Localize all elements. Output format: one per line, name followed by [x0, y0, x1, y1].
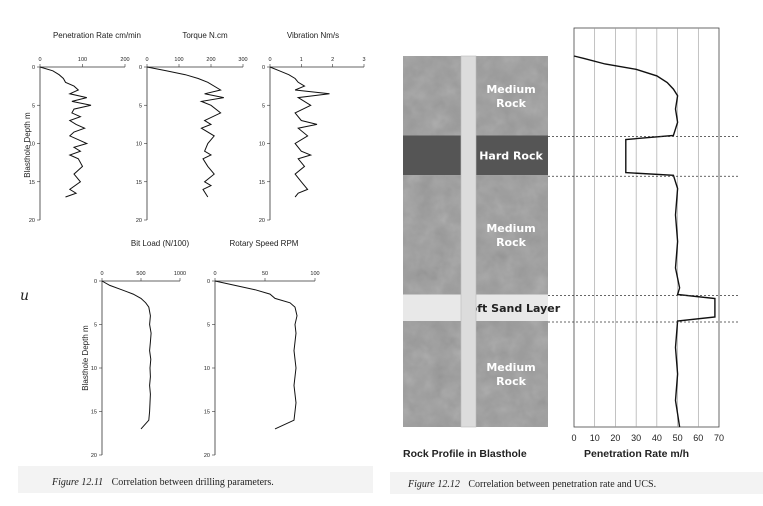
- chart-title: Bit Load (N/100): [131, 239, 190, 248]
- blasthole: [460, 55, 477, 428]
- y-axis-label-bottom: Blasthole Depth m: [81, 325, 90, 391]
- rock-layer-label: Rock: [496, 236, 527, 249]
- x-tick-label: 3: [362, 57, 365, 63]
- y-tick-label: 5: [139, 103, 142, 109]
- series-line: [101, 280, 152, 430]
- rock-profile-title: Rock Profile in Blasthole: [403, 448, 527, 460]
- stray-glyph: u: [20, 288, 29, 304]
- y-tick-label: 15: [91, 410, 97, 416]
- y-tick-label: 10: [204, 366, 210, 372]
- x-tick-label: 1000: [174, 271, 186, 277]
- x-tick-label: 200: [206, 57, 215, 63]
- y-tick-label: 10: [91, 366, 97, 372]
- x-tick-label: 70: [714, 433, 724, 443]
- x-tick-label: 50: [262, 271, 268, 277]
- y-tick-label: 10: [259, 142, 265, 148]
- x-tick-label: 0: [145, 57, 148, 63]
- layer-boundary-lines: [548, 136, 740, 323]
- y-tick-label: 15: [29, 180, 35, 186]
- y-axis-label-top: Blasthole Depth m: [23, 112, 32, 178]
- chart-title: Torque N.cm: [182, 31, 228, 40]
- y-tick-label: 0: [139, 65, 142, 71]
- penetration-rate-profile-chart: 0 10 20 30 40 50 60 70: [571, 27, 724, 443]
- x-tick-label: 300: [238, 57, 247, 63]
- fig1212-caption-band: [390, 472, 763, 494]
- rock-layer-label: Soft Sand Layer: [462, 302, 561, 315]
- rock-layer-label: Rock: [496, 375, 527, 388]
- fig1212-caption: Figure 12.12 Correlation between penetra…: [407, 479, 656, 490]
- y-tick-label: 5: [207, 323, 210, 329]
- fig1211-caption-label: Figure 12.11: [51, 477, 103, 488]
- penetration-rate-line: [573, 55, 716, 428]
- penetration-rate-axis-title: Penetration Rate m/h: [584, 448, 689, 460]
- y-tick-label: 10: [29, 142, 35, 148]
- x-tick-label: 40: [652, 433, 662, 443]
- x-tick-label: 100: [174, 57, 183, 63]
- x-tick-label: 2: [331, 57, 334, 63]
- x-tick-label: 0: [268, 57, 271, 63]
- y-tick-label: 20: [29, 218, 35, 224]
- series-line: [146, 66, 224, 198]
- x-tick-label: 60: [693, 433, 703, 443]
- y-tick-label: 0: [32, 65, 35, 71]
- series-line: [269, 66, 330, 198]
- vibration-chart: Vibration Nm/s 0 1 2 3 0 5 10 15 20: [259, 31, 366, 224]
- y-tick-label: 0: [207, 279, 210, 285]
- chart-title: Rotary Speed RPM: [230, 239, 299, 248]
- x-tick-label: 0: [571, 433, 576, 443]
- y-tick-label: 20: [136, 218, 142, 224]
- fig1212-caption-label: Figure 12.12: [407, 479, 460, 490]
- x-tick-label: 200: [120, 57, 129, 63]
- x-tick-label: 0: [213, 271, 216, 277]
- x-tick-label: 100: [310, 271, 319, 277]
- x-tick-label: 50: [673, 433, 683, 443]
- series-line: [214, 280, 298, 430]
- y-tick-label: 20: [259, 218, 265, 224]
- y-tick-label: 5: [262, 103, 265, 109]
- rock-layer-label: Medium: [486, 83, 535, 96]
- y-tick-label: 15: [204, 410, 210, 416]
- y-tick-label: 0: [94, 279, 97, 285]
- fig1212-caption-text: Correlation between penetration rate and…: [468, 479, 656, 490]
- series-line: [39, 66, 92, 198]
- x-tick-label: 30: [631, 433, 641, 443]
- fig1211-caption-text: Correlation between drilling parameters.: [112, 477, 274, 488]
- y-tick-label: 10: [136, 142, 142, 148]
- x-tick-label: 0: [38, 57, 41, 63]
- x-tick-label: 20: [610, 433, 620, 443]
- plot-frame: [573, 27, 720, 428]
- x-tick-label: 0: [100, 271, 103, 277]
- x-tick-label: 1: [300, 57, 303, 63]
- rock-layer-label: Medium: [486, 222, 535, 235]
- y-tick-label: 20: [91, 453, 97, 459]
- fig1211-caption-band: [18, 466, 373, 493]
- x-tick-label: 10: [590, 433, 600, 443]
- bit-load-chart: Bit Load (N/100) 0 500 1000 0 5 10 15 20: [91, 239, 190, 459]
- fig1211-caption: Figure 12.11 Correlation between drillin…: [51, 477, 274, 488]
- rotary-speed-chart: Rotary Speed RPM 0 50 100 0 5 10 15 20: [204, 239, 320, 459]
- rock-layer-label: Hard Rock: [479, 149, 543, 162]
- chart-title: Vibration Nm/s: [287, 31, 339, 40]
- y-tick-label: 0: [262, 65, 265, 71]
- fig1211-panel: [18, 0, 373, 493]
- x-tick-label: 100: [78, 57, 87, 63]
- torque-chart: Torque N.cm 0 100 200 300 0 5 10 15 20: [136, 31, 248, 224]
- y-tick-label: 5: [94, 323, 97, 329]
- y-tick-label: 5: [32, 103, 35, 109]
- rock-layer-label: Rock: [496, 97, 527, 110]
- chart-title: Penetration Rate cm/min: [53, 31, 141, 40]
- rock-layer-label: Medium: [486, 361, 535, 374]
- x-tick-label: 500: [136, 271, 145, 277]
- y-tick-label: 20: [204, 453, 210, 459]
- y-tick-label: 15: [259, 180, 265, 186]
- y-tick-label: 15: [136, 180, 142, 186]
